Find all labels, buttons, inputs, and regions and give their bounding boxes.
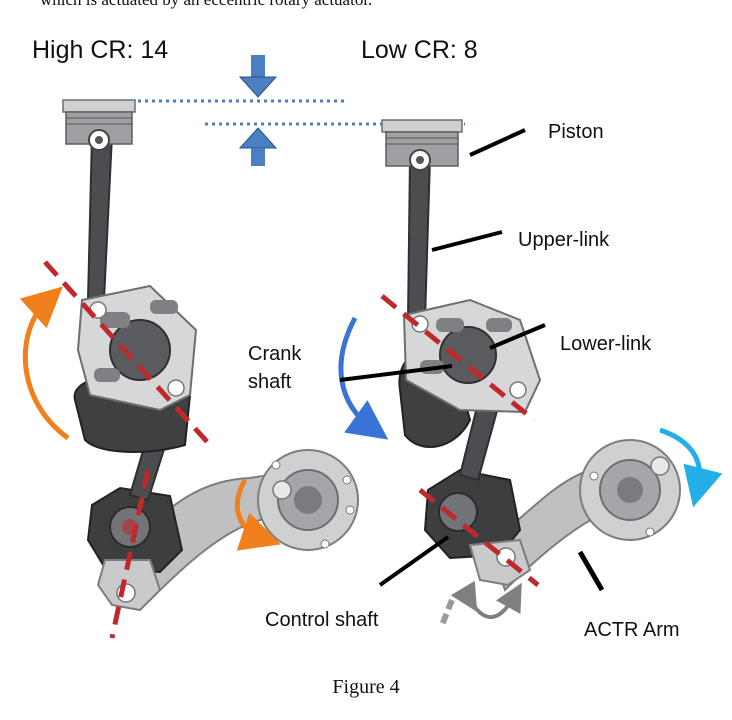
high-cr-mechanism — [19, 99, 359, 639]
actr-arm-label: ACTR Arm — [584, 619, 680, 641]
crank-shaft-label-line1: Crank — [248, 343, 302, 365]
actr-arm-leader-line — [577, 550, 605, 592]
high-cr-actr-arm — [128, 449, 359, 602]
compression-arrow-down — [238, 55, 278, 98]
low-cr-gray-rotation-arrow — [450, 580, 522, 620]
low-cr-mechanism — [338, 119, 723, 627]
high-cr-piston — [62, 99, 136, 151]
lower-link-label: Lower-link — [560, 333, 652, 355]
lower-link-leader-line — [489, 323, 546, 350]
figure-caption: Figure 4 — [332, 676, 400, 698]
high-cr-control-shaft — [86, 486, 184, 612]
upper-link-label: Upper-link — [518, 229, 610, 251]
crank-shaft-leader-line — [339, 364, 453, 382]
piston-label: Piston — [548, 121, 604, 143]
upper-link-leader-line — [431, 230, 503, 252]
high-cr-orange-rotation-arrow-right — [234, 478, 281, 551]
high-cr-lower-link-axis — [43, 260, 212, 447]
low-cr-upper-link — [406, 157, 432, 321]
low-cr-control-shaft-axis — [418, 488, 540, 587]
low-cr-lower-link — [402, 298, 542, 414]
high-cr-control-shaft-axis — [109, 469, 151, 639]
low-cr-gray-reference-mark — [439, 598, 455, 627]
crank-shaft-label-line2: shaft — [248, 371, 292, 393]
compression-arrow-up — [238, 127, 278, 166]
piston-leader-line — [469, 128, 526, 157]
low-cr-lower-link-axis — [380, 294, 536, 422]
high-cr-heading: High CR: 14 — [32, 36, 169, 64]
low-cr-blue-rotation-arrow — [338, 316, 389, 440]
high-cr-orange-rotation-arrow-left — [19, 286, 70, 441]
header-text-fragment: which is actuated by an eccentric rotary… — [40, 0, 372, 10]
low-cr-piston — [381, 119, 463, 171]
control-shaft-label: Control shaft — [265, 609, 379, 631]
low-cr-heading: Low CR: 8 — [361, 36, 478, 64]
low-cr-control-shaft — [423, 468, 532, 587]
low-cr-cyan-rotation-arrow — [659, 427, 723, 508]
high-cr-lower-link — [76, 284, 198, 412]
high-cr-upper-link — [86, 134, 114, 301]
control-shaft-leader-line — [378, 535, 450, 587]
low-cr-actr-arm — [488, 439, 681, 592]
